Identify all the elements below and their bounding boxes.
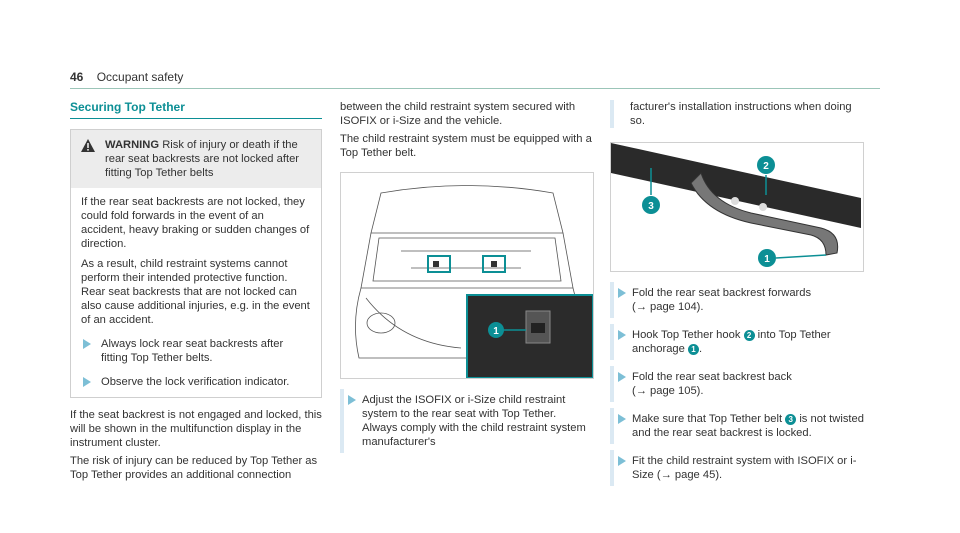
step-arrow-icon [618,330,626,340]
warning-label: WARNING [105,139,160,151]
instruction-step: Hook Top Tether hook 2 into Top Tether a… [610,324,864,360]
top-tether-illustration: 2 3 1 [611,143,863,271]
section-title: Securing Top Tether [70,100,322,119]
callout-marker: 2 [743,329,755,341]
step-arrow-icon [618,288,626,298]
warning-bullet: Always lock rear seat backrests after fi… [81,337,311,365]
body-paragraph: The risk of injury can be reduced by Top… [70,455,318,481]
car-trunk-figure: 1 [340,172,594,379]
figure-callout: 3 [648,201,654,212]
warning-body: If the rear seat backrests are not locke… [71,188,321,397]
warning-icon [81,139,95,152]
warning-header: WARNING Risk of injury or death if the r… [71,130,321,188]
warning-box: WARNING Risk of injury or death if the r… [70,129,322,398]
instruction-step: Adjust the ISOFIX or i-Size child restra… [340,389,594,453]
warning-text-2: As a result, child restraint systems can… [81,258,310,326]
step-arrow-icon [618,456,626,466]
instruction-step: Fold the rear seat backrest back(→ page … [610,366,864,402]
continued-text: between the child restraint system secur… [340,101,576,127]
body-paragraph: The child restraint system must be equip… [340,133,592,159]
step-arrow-icon [618,414,626,424]
page-header: 46 Occupant safety [70,70,183,84]
bullet-arrow-icon [83,377,91,387]
figure-callout: 2 [763,161,769,172]
callout-marker: 3 [785,413,797,425]
warning-headline: Risk of injury or death if the rear seat… [105,139,300,179]
figure-callout: 1 [764,254,770,265]
bullet-arrow-icon [83,339,91,349]
body-paragraph: If the seat backrest is not engaged and … [70,409,322,449]
warning-bullet: Observe the lock verification indicator. [81,375,311,389]
instruction-step: Fold the rear seat backrest forwards(→ p… [610,282,864,318]
car-trunk-illustration: 1 [341,173,593,378]
section-name: Occupant safety [96,70,184,84]
figure-callout: 1 [493,326,499,337]
page-number: 46 [70,70,84,84]
callout-marker: 1 [687,343,699,355]
column-1: Securing Top Tether WARNING Risk of inju… [70,100,322,482]
continued-text: facturer's installation instructions whe… [610,100,864,128]
header-divider [70,88,880,89]
step-arrow-icon [348,395,356,405]
top-tether-figure: 2 3 1 [610,142,864,272]
instruction-step: Make sure that Top Tether belt 3 is not … [610,408,864,444]
warning-text-1: If the rear seat backrests are not locke… [81,196,310,250]
step-arrow-icon [618,372,626,382]
column-2: between the child restraint system secur… [340,100,594,453]
column-3: facturer's installation instructions whe… [610,100,864,486]
instruction-step: Fit the child restraint system with ISOF… [610,450,864,486]
